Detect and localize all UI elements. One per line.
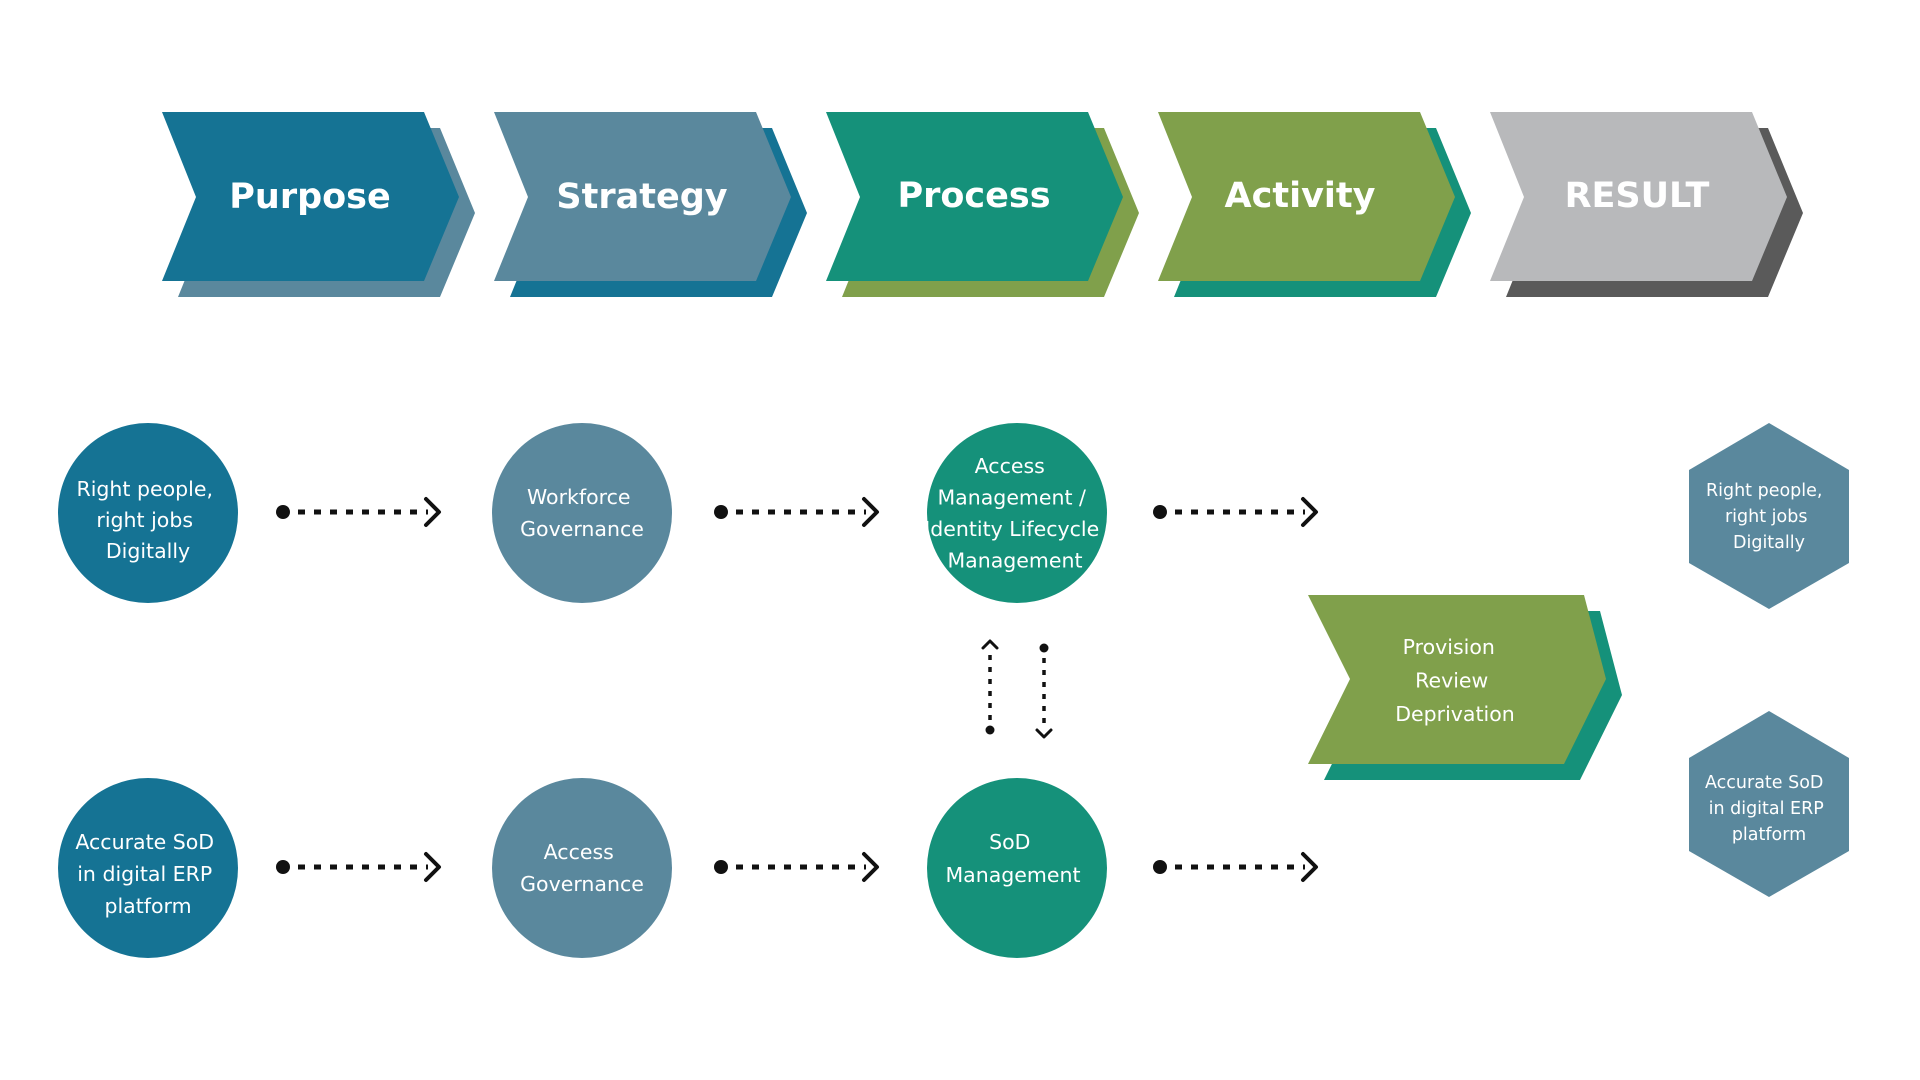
node-strategy-top: Workforce Governance (492, 423, 672, 603)
chevron-shape (494, 112, 791, 281)
node-circle (58, 778, 238, 958)
node-strategy-bottom: Access Governance (492, 778, 672, 958)
header-activity: Activity (1158, 112, 1471, 297)
arrow-head (862, 497, 879, 527)
arrow-start-dot (1153, 505, 1167, 519)
chevron-shape (162, 112, 459, 281)
node-text: Right people, right jobs Digitally (76, 477, 219, 563)
chevron-shape (826, 112, 1123, 281)
arrow-head (1301, 852, 1318, 882)
arrow-process-to-activity-bottom (1153, 852, 1318, 882)
arrow-head (862, 852, 879, 882)
arrow-start-dot (714, 860, 728, 874)
header-process: Process (826, 112, 1139, 297)
node-purpose-top: Right people, right jobs Digitally (58, 423, 238, 603)
node-circle (492, 423, 672, 603)
node-text: Access Management / Identity Lifecycle M… (924, 454, 1106, 573)
header-result-label: RESULT (1565, 176, 1710, 216)
arrow-start-dot (1039, 643, 1049, 653)
node-process-bottom: SoD Management (927, 778, 1107, 958)
node-text: Access Governance (520, 840, 644, 896)
arrow-sod-to-access-up (981, 639, 999, 735)
header-result: RESULT (1490, 112, 1803, 297)
node-text: Right people, right jobs Digitally (1706, 481, 1828, 553)
arrow-access-to-sod-down (1035, 643, 1053, 739)
arrow-strategy-to-process-top (714, 497, 879, 527)
node-circle (492, 778, 672, 958)
node-text: Accurate SoD in digital ERP platform (75, 830, 220, 918)
header-strategy: Strategy (494, 112, 807, 297)
arrow-strategy-to-process-bottom (714, 852, 879, 882)
node-circle (58, 423, 238, 603)
node-result-bottom: Accurate SoD in digital ERP platform (1689, 711, 1849, 897)
arrow-purpose-to-strategy-top (276, 497, 441, 527)
arrow-start-dot (1153, 860, 1167, 874)
chevron-shape (1308, 595, 1606, 764)
node-activity: Provision Review Deprivation (1308, 595, 1622, 780)
node-text: SoD Management (945, 830, 1080, 887)
node-purpose-bottom: Accurate SoD in digital ERP platform (58, 778, 238, 958)
header-purpose-label: Purpose (229, 177, 391, 217)
arrow-start-dot (276, 860, 290, 874)
chevron-shape (1158, 112, 1455, 281)
arrow-head (424, 852, 441, 882)
hexagon-shape (1689, 423, 1849, 609)
header-process-label: Process (897, 176, 1050, 216)
arrow-process-to-activity-top (1153, 497, 1318, 527)
header-strategy-label: Strategy (556, 177, 727, 217)
arrow-head (981, 639, 999, 650)
header-activity-label: Activity (1225, 176, 1376, 216)
arrow-purpose-to-strategy-bottom (276, 852, 441, 882)
chevron-shape (1490, 112, 1787, 281)
arrow-start-dot (714, 505, 728, 519)
node-text: Workforce Governance (520, 485, 644, 541)
hexagon-shape (1689, 711, 1849, 897)
node-text: Provision Review Deprivation (1395, 635, 1515, 726)
node-process-top: Access Management / Identity Lifecycle M… (924, 423, 1107, 603)
arrow-head (424, 497, 441, 527)
header-purpose: Purpose (162, 112, 475, 297)
arrow-head (1301, 497, 1318, 527)
arrow-start-dot (985, 725, 995, 735)
arrow-head (1035, 728, 1053, 739)
node-circle (927, 778, 1107, 958)
node-circle (927, 423, 1107, 603)
node-result-top: Right people, right jobs Digitally (1689, 423, 1849, 609)
arrow-start-dot (276, 505, 290, 519)
node-text: Accurate SoD in digital ERP platform (1705, 773, 1829, 845)
